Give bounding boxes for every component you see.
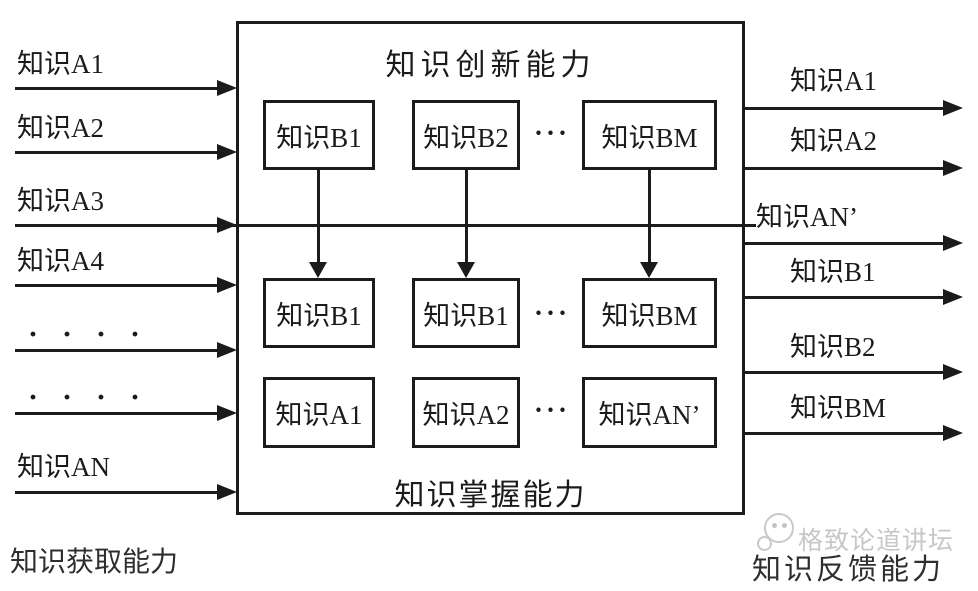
output-label: 知识AN’ xyxy=(756,202,858,232)
watermark-bubble-small xyxy=(757,536,772,551)
input-arrow-line-through xyxy=(15,224,756,227)
output-arrow-line xyxy=(745,432,945,435)
output-arrow-line xyxy=(745,107,945,110)
watermark-eye xyxy=(782,523,787,528)
output-arrow-line xyxy=(745,167,945,170)
middle-row-ellipsis: ··· xyxy=(533,298,570,328)
arrowhead-right-icon xyxy=(217,144,237,160)
arrowhead-right-icon xyxy=(943,364,963,380)
input-arrow-line xyxy=(15,349,218,352)
output-label: 知识B1 xyxy=(790,257,876,287)
input-arrow-line xyxy=(15,412,218,415)
caption-knowledge-acquisition: 知识获取能力 xyxy=(10,547,179,578)
watermark-eye xyxy=(772,523,777,528)
flow-arrow-line xyxy=(317,170,320,262)
arrowhead-right-icon xyxy=(217,342,237,358)
bottom-row-ellipsis: ··· xyxy=(533,395,570,425)
top-row-ellipsis: ··· xyxy=(533,118,570,148)
arrowhead-right-icon xyxy=(943,235,963,251)
input-arrow-line xyxy=(15,87,218,90)
main-box-title-bottom: 知识掌握能力 xyxy=(394,479,587,512)
main-capability-box xyxy=(236,21,745,515)
middle-row-node: 知识B1 xyxy=(263,278,375,348)
arrowhead-right-icon xyxy=(943,160,963,176)
input-arrow-line xyxy=(15,151,218,154)
input-label: 知识AN xyxy=(17,452,110,482)
arrowhead-right-icon xyxy=(217,277,237,293)
arrowhead-down-icon xyxy=(457,262,475,278)
flow-arrow-line xyxy=(648,170,651,262)
output-arrow-line xyxy=(745,371,945,374)
output-label: 知识B2 xyxy=(790,332,876,362)
flow-arrow-line xyxy=(465,170,468,262)
output-label: 知识A2 xyxy=(790,126,877,156)
top-row-node: 知识B2 xyxy=(412,100,520,170)
watermark-text: 格致论道讲坛 xyxy=(798,528,955,555)
output-arrow-line xyxy=(745,242,945,245)
input-ellipsis-dots: ···· xyxy=(28,381,165,414)
input-label: 知识A4 xyxy=(17,246,104,276)
bottom-row-node: 知识A1 xyxy=(263,377,375,448)
arrowhead-right-icon xyxy=(217,217,237,233)
output-arrow-line xyxy=(745,296,945,299)
output-label: 知识A1 xyxy=(790,66,877,96)
input-ellipsis-dots: ···· xyxy=(28,318,165,351)
arrowhead-right-icon xyxy=(943,100,963,116)
caption-knowledge-feedback: 知识反馈能力 xyxy=(752,554,945,586)
main-box-title-top: 知识创新能力 xyxy=(385,49,596,82)
middle-row-node: 知识BM xyxy=(582,278,717,348)
bottom-row-node: 知识A2 xyxy=(412,377,520,448)
input-label: 知识A3 xyxy=(17,186,104,216)
arrowhead-right-icon xyxy=(943,425,963,441)
top-row-node: 知识BM xyxy=(582,100,717,170)
arrowhead-down-icon xyxy=(640,262,658,278)
input-label: 知识A2 xyxy=(17,113,104,143)
arrowhead-right-icon xyxy=(217,405,237,421)
input-arrow-line xyxy=(15,491,218,494)
arrowhead-right-icon xyxy=(217,484,237,500)
arrowhead-right-icon xyxy=(217,80,237,96)
arrowhead-down-icon xyxy=(309,262,327,278)
arrowhead-right-icon xyxy=(943,289,963,305)
top-row-node: 知识B1 xyxy=(263,100,375,170)
middle-row-node: 知识B1 xyxy=(412,278,520,348)
bottom-row-node: 知识AN’ xyxy=(582,377,717,448)
input-label: 知识A1 xyxy=(17,49,104,79)
output-label: 知识BM xyxy=(790,393,887,423)
input-arrow-line xyxy=(15,284,218,287)
